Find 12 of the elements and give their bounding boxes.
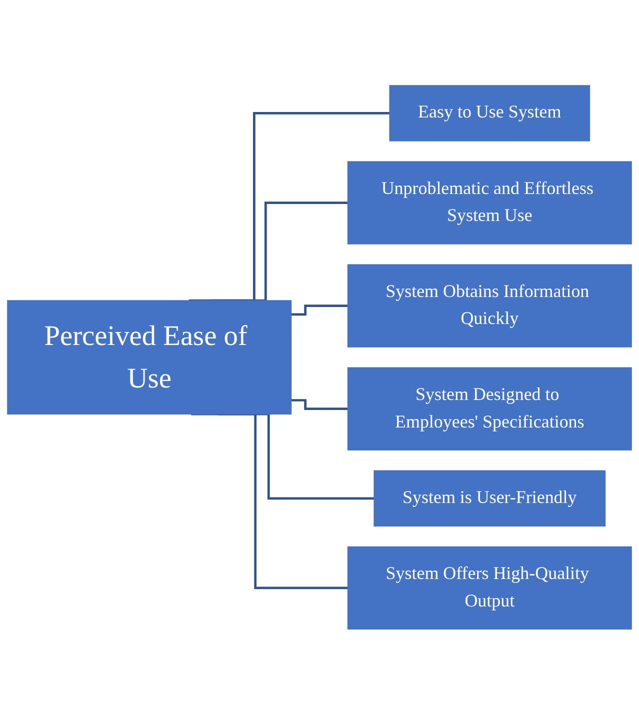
node-box: System Offers High-Quality Output bbox=[347, 546, 632, 630]
node-box: System Designed to Employees' Specifications bbox=[347, 367, 632, 451]
connector bbox=[188, 112, 390, 302]
node-box: Perceived Ease of Use bbox=[7, 300, 292, 415]
node-box: System Obtains Information Quickly bbox=[347, 264, 632, 348]
connector bbox=[212, 202, 348, 302]
connector bbox=[191, 413, 348, 590]
node-box: Easy to Use System bbox=[389, 85, 590, 142]
connector bbox=[291, 399, 348, 410]
node-box: Unproblematic and Effortless System Use bbox=[347, 161, 632, 245]
connector bbox=[291, 304, 348, 316]
node-box: System is User-Friendly bbox=[374, 470, 606, 527]
